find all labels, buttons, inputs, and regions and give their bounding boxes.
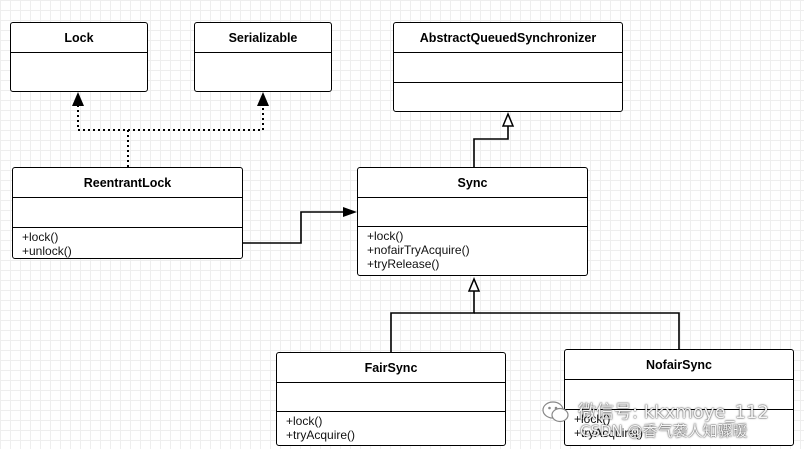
aqs-inheritance-arrowhead <box>501 112 515 127</box>
class-name: NofairSync <box>565 350 793 380</box>
attributes-section <box>394 53 622 83</box>
class-name: Lock <box>11 23 147 53</box>
method: +tryRelease() <box>367 257 440 271</box>
class-name: FairSync <box>277 353 505 383</box>
class-lock[interactable]: Lock <box>10 22 148 92</box>
inheritance-connector <box>473 126 509 167</box>
class-abstract-queued-synchronizer[interactable]: AbstractQueuedSynchronizer <box>393 22 623 112</box>
sync-inheritance-arrowhead <box>467 277 481 292</box>
inheritance-connector-fair <box>390 291 475 352</box>
association-connector <box>243 211 345 244</box>
watermark-csdn: CSDN @香气袭人知骤暖 <box>580 422 748 440</box>
methods-section: +lock() +nofairTryAcquire() +tryRelease(… <box>358 227 587 271</box>
serializable-arrowhead <box>257 92 269 106</box>
methods-section: +lock() +unlock() <box>13 228 242 258</box>
class-serializable[interactable]: Serializable <box>194 22 332 92</box>
class-name: Serializable <box>195 23 331 53</box>
attributes-section <box>277 383 505 412</box>
class-name: Sync <box>358 168 587 198</box>
class-name: ReentrantLock <box>13 168 242 198</box>
class-name: AbstractQueuedSynchronizer <box>394 23 622 53</box>
attributes-section <box>13 198 242 228</box>
method: +lock() <box>367 229 404 243</box>
class-fair-sync[interactable]: FairSync +lock() +tryAcquire() <box>276 352 506 446</box>
methods-section: +lock() +tryAcquire() <box>565 410 793 440</box>
method: +nofairTryAcquire() <box>367 243 470 257</box>
class-nofair-sync[interactable]: NofairSync +lock() +tryAcquire() <box>564 349 794 446</box>
inheritance-connector-nofair <box>474 312 680 349</box>
method: +lock() <box>22 230 59 244</box>
sync-association-arrowhead <box>343 207 357 217</box>
class-reentrant-lock[interactable]: ReentrantLock +lock() +unlock() <box>12 167 243 259</box>
attributes-section <box>565 380 793 410</box>
method: +unlock() <box>22 244 72 258</box>
wechat-icon <box>542 401 569 423</box>
realization-connector <box>77 104 264 167</box>
method: +tryAcquire() <box>286 428 356 442</box>
method: +lock() <box>574 412 611 426</box>
watermark-wechat-id: 微信号: kkxmoye_112 <box>578 402 769 423</box>
methods-section: +lock() +tryAcquire() <box>277 412 505 442</box>
method: +lock() <box>286 414 323 428</box>
lock-arrowhead <box>72 92 84 106</box>
method: +tryAcquire() <box>574 426 644 440</box>
class-sync[interactable]: Sync +lock() +nofairTryAcquire() +tryRel… <box>357 167 588 276</box>
attributes-section <box>358 198 587 227</box>
